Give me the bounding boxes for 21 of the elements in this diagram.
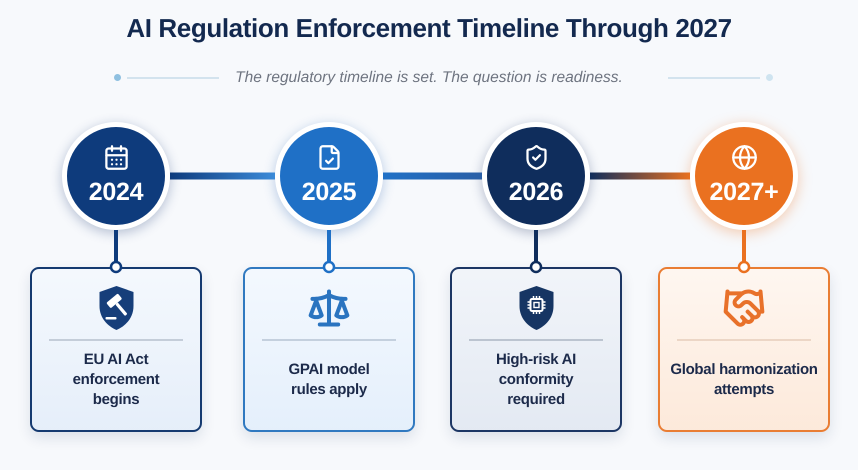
connector-line [383,172,482,180]
milestone-card [243,267,415,432]
milestone-card [450,267,622,432]
milestone-card [658,267,830,432]
connector-line [590,172,690,180]
year-label: 2026 [508,177,564,207]
year-label: 2024 [88,177,144,207]
connector-line [170,172,275,180]
milestone-card [30,267,202,432]
connector-line [738,230,750,274]
title: AI Regulation Enforcement Timeline Through 2027 [126,12,732,44]
year-label: 2025 [302,177,356,207]
milestone-text: GPAI model rules apply [288,360,370,400]
connector-line [110,230,122,274]
milestone-text: EU AI Act enforcement begins [72,350,160,410]
milestone-text: High-risk AI conformity required [494,350,578,410]
connector-line [530,230,542,274]
connector-line [322,230,336,274]
milestone-text: Global harmonization attempts [669,360,819,400]
subtitle: The regulatory timeline is set. The question is readiness. [235,68,623,88]
year-label: 2027+ [710,177,778,207]
